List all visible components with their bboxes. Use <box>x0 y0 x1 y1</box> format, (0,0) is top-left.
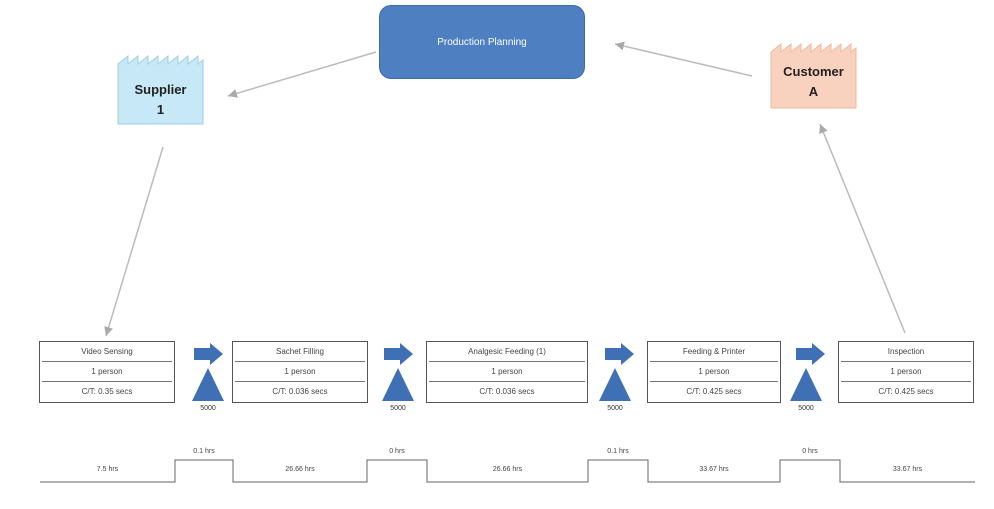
process-operator: 1 person <box>841 362 971 382</box>
inventory-label-3: 5000 <box>607 405 623 412</box>
process-box-2[interactable]: Sachet Filling 1 person C/T: 0.036 secs <box>232 341 368 403</box>
timeline-low-5: 33.67 hrs <box>892 466 923 473</box>
customer-letter: A <box>808 84 819 99</box>
process-cycle-time: C/T: 0.35 secs <box>81 387 133 396</box>
timeline-high-1: 0.1 hrs <box>193 448 215 455</box>
supplier-number: 1 <box>156 102 165 117</box>
process-box-5[interactable]: Inspection 1 person C/T: 0.425 secs <box>838 341 974 403</box>
timeline-low-1: 7.5 hrs <box>96 466 119 473</box>
timeline-high-3: 0.1 hrs <box>607 448 629 455</box>
supplier-name: Supplier <box>134 82 187 97</box>
process-operator: 1 person <box>42 362 172 382</box>
process-name: Sachet Filling <box>235 342 365 362</box>
inventory-triangle-2 <box>382 368 414 401</box>
process-name: Feeding & Printer <box>650 342 778 362</box>
process-operator: 1 person <box>235 362 365 382</box>
process-cycle-time: C/T: 0.036 secs <box>479 387 535 396</box>
customer-factory-icon <box>770 42 857 109</box>
push-arrow-1 <box>194 343 223 365</box>
inventory-label-4: 5000 <box>798 405 814 412</box>
process-cycle-time: C/T: 0.425 secs <box>686 387 742 396</box>
production-planning-box[interactable]: Production Planning <box>379 5 585 79</box>
timeline-low-4: 33.67 hrs <box>699 466 729 473</box>
inventory-triangle-1 <box>192 368 224 401</box>
customer-label: Customer A <box>771 62 856 102</box>
customer-to-planning-arrow <box>614 41 753 77</box>
push-arrow-2 <box>384 343 413 365</box>
push-arrow-4 <box>796 343 825 365</box>
customer-name: Customer <box>783 64 844 79</box>
process-operator: 1 person <box>650 362 778 382</box>
timeline-low-2: 26.66 hrs <box>285 466 315 473</box>
process-box-4[interactable]: Feeding & Printer 1 person C/T: 0.425 se… <box>647 341 781 403</box>
process-to-customer-arrow <box>819 123 906 334</box>
inventory-triangle-3 <box>599 368 631 401</box>
production-planning-label: Production Planning <box>437 36 527 48</box>
timeline-high-4: 0 hrs <box>802 448 818 455</box>
process-name: Inspection <box>841 342 971 362</box>
supplier-label: Supplier 1 <box>118 80 203 120</box>
inventory-label-2: 5000 <box>390 405 406 412</box>
process-name: Video Sensing <box>42 342 172 362</box>
supplier-to-process-arrow <box>104 146 164 337</box>
push-arrow-3 <box>605 343 634 365</box>
inventory-triangle-4 <box>790 368 822 401</box>
process-operator: 1 person <box>429 362 585 382</box>
process-box-3[interactable]: Analgesic Feeding (1) 1 person C/T: 0.03… <box>426 341 588 403</box>
process-cycle-time: C/T: 0.036 secs <box>272 387 328 396</box>
timeline-high-2: 0 hrs <box>389 448 405 455</box>
process-name: Analgesic Feeding (1) <box>429 342 585 362</box>
inventory-label-1: 5000 <box>200 405 216 412</box>
timeline-low-3: 26.66 hrs <box>492 466 523 473</box>
process-box-1[interactable]: Video Sensing 1 person C/T: 0.35 secs <box>39 341 175 403</box>
timeline-ladder <box>40 459 975 483</box>
process-cycle-time: C/T: 0.425 secs <box>878 387 934 396</box>
supplier-factory-icon <box>117 54 204 125</box>
planning-to-supplier-arrow <box>227 51 377 98</box>
